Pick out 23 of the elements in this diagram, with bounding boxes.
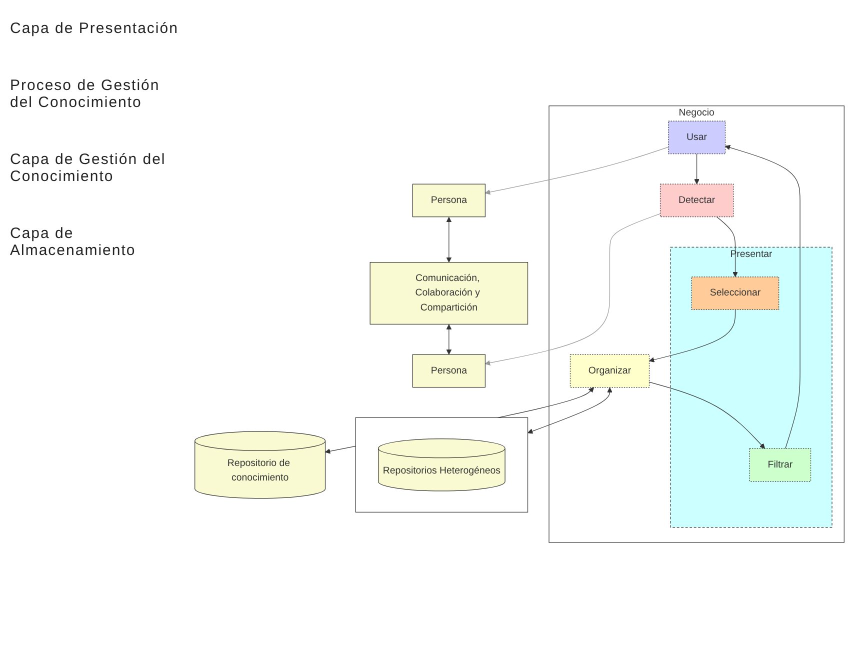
arrow	[446, 324, 452, 355]
arrow	[484, 213, 661, 366]
arrow	[716, 216, 738, 277]
layer-label: Capa de Almacenamiento	[10, 225, 137, 259]
node-box: Organizar	[570, 354, 650, 388]
arrow	[446, 216, 452, 262]
arrow	[649, 309, 736, 362]
layer-label: Proceso de Gestión del Conocimiento	[10, 77, 161, 111]
cluster	[355, 417, 528, 512]
layer-label: Capa de Presentación	[10, 20, 180, 37]
arrow	[694, 153, 700, 184]
node-box: Comunicación, Colaboración y Compartición	[370, 262, 528, 324]
layer-label: Capa de Gestión del Conocimiento	[10, 151, 167, 185]
arrow	[484, 146, 669, 195]
node-box: Persona	[412, 184, 486, 217]
arrow	[648, 382, 766, 449]
node-box: Detectar	[660, 184, 734, 217]
node-box: Filtrar	[749, 448, 812, 482]
arrow	[528, 387, 612, 434]
node-box: Persona	[412, 354, 486, 388]
node-box: Usar	[668, 120, 726, 154]
arrow	[725, 144, 800, 449]
node-box: Seleccionar	[691, 276, 780, 310]
